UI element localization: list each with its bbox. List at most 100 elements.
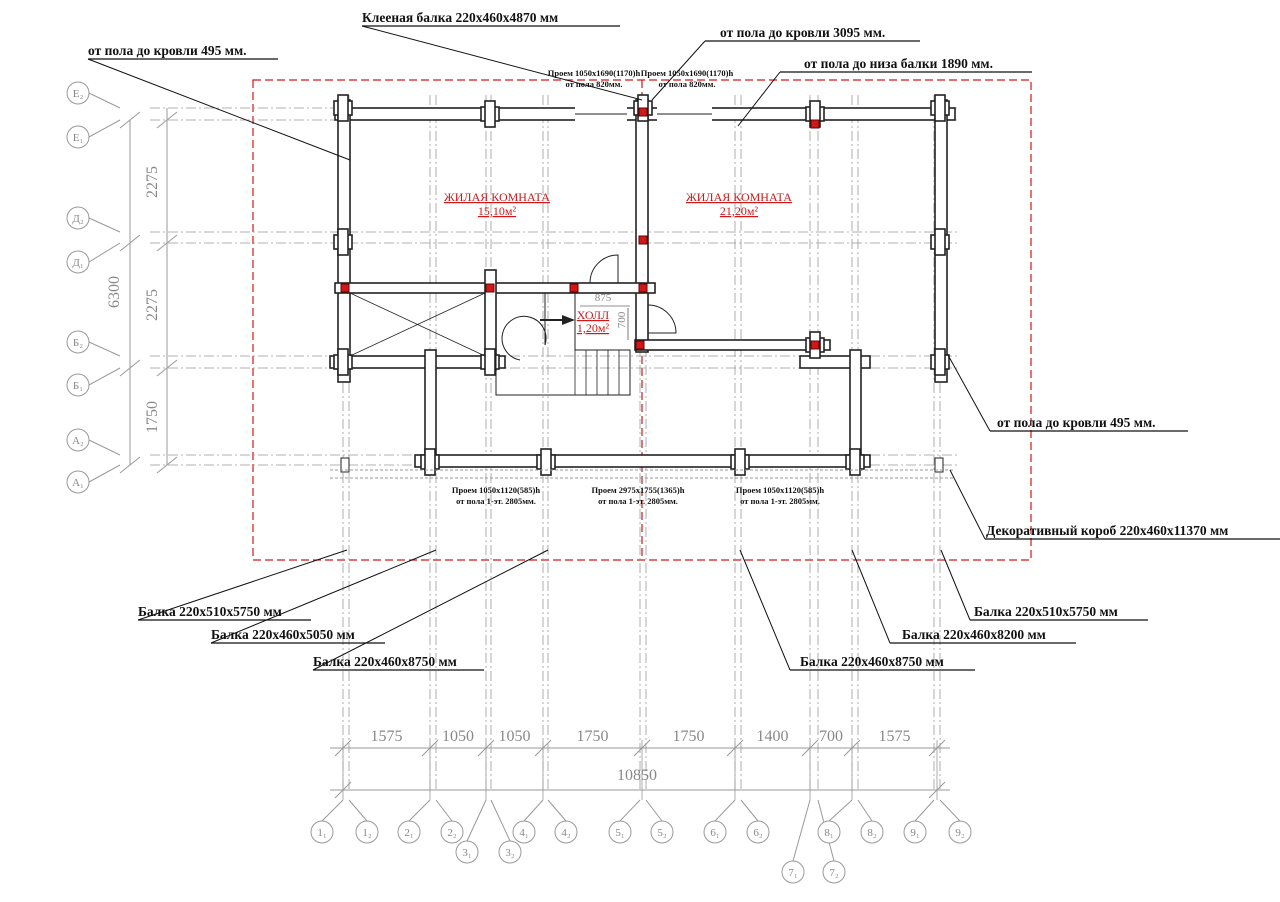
axis-label: Е₂ [73, 88, 84, 100]
decor-box-end [340, 457, 350, 473]
axis-bubble [498, 840, 522, 864]
dim-segment-horizontal: 1050 [442, 728, 474, 745]
axis-label: 8₁ [824, 827, 834, 839]
hall-width: 875 [595, 292, 612, 304]
callout-label: от пола до кровли 495 мм. [88, 43, 247, 58]
red-post-marker [485, 283, 495, 293]
post [934, 94, 946, 122]
opening-label: от пола 820мм. [565, 79, 622, 89]
red-post-marker [810, 340, 820, 350]
axis-label: 9₂ [955, 827, 965, 839]
axis-label: Д₂ [72, 213, 84, 225]
axis-leader [857, 799, 873, 822]
axis-bubble [554, 820, 578, 844]
axis-label: 4₁ [519, 827, 529, 839]
post [540, 448, 552, 476]
axis-leader [792, 799, 811, 862]
post [484, 100, 496, 128]
axis-leader [740, 799, 759, 822]
callout-leader [737, 71, 781, 127]
opening-label: Проем 1050х1120(585)h [452, 485, 540, 495]
opening-label: Проем 1050х1690(1170)h [548, 68, 641, 78]
axis-label: Д₁ [72, 257, 84, 269]
dim-tick [119, 111, 141, 129]
post [849, 448, 861, 476]
axis-bubble [822, 860, 846, 884]
callout-leader [137, 549, 348, 621]
axis-bubble [66, 330, 90, 354]
callout-label: Балка 220х460х8200 мм [902, 627, 1046, 642]
axis-label: 2₂ [447, 827, 457, 839]
axis-label: 7₂ [829, 867, 839, 879]
axis-bubble [66, 428, 90, 452]
opening-label: Проем 2975х1755(1365)h [592, 485, 685, 495]
callout-label: от пола до кровли 3095 мм. [720, 25, 885, 40]
opening-label: от пола 1-эт. 2805мм. [740, 496, 820, 506]
axis-leader [914, 799, 935, 822]
callout-label: Клееная балка 220х460х4870 мм [362, 10, 558, 25]
post [934, 228, 946, 256]
axis-bubble [703, 820, 727, 844]
axis-bubble [512, 820, 536, 844]
axis-label: Е₁ [73, 132, 84, 144]
dim-tick [119, 359, 141, 377]
axis-label: 3₂ [505, 847, 515, 859]
callout-leader [851, 549, 891, 644]
post [484, 348, 496, 376]
axis-label: 5₂ [657, 827, 667, 839]
axis-bubble [310, 820, 334, 844]
callout-label: от пола до кровли 495 мм. [997, 415, 1156, 430]
axis-bubble [608, 820, 632, 844]
dim-segment-horizontal: 1750 [673, 728, 705, 745]
axis-leader [88, 367, 121, 386]
opening-label: от пола 1-эт. 2805мм. [598, 496, 678, 506]
axis-label: 9₁ [910, 827, 920, 839]
axis-leader [645, 799, 663, 822]
axis-bubble [66, 206, 90, 230]
opening-label: Проем 1050х1690(1170)h [641, 68, 734, 78]
post [424, 448, 436, 476]
axis-bubble [903, 820, 927, 844]
dim-tick [119, 234, 141, 252]
callout-label: Балка 220х510х5750 мм [138, 604, 282, 619]
door-swing [647, 304, 677, 334]
post [337, 228, 349, 256]
callout-leader [312, 549, 549, 671]
callout-label: Декоративный короб 220х460х11370 мм [986, 523, 1228, 538]
dim-segment-horizontal: 1575 [879, 728, 911, 745]
red-post-marker [638, 107, 648, 117]
axis-leader [939, 799, 961, 822]
red-post-marker [569, 283, 579, 293]
axis-leader [490, 799, 511, 842]
axis-leader [435, 799, 453, 822]
dim-segment-vertical: 2275 [144, 289, 161, 321]
callout-leader [949, 469, 986, 540]
axis-leader [321, 799, 344, 822]
callout-leader [651, 40, 706, 101]
opening-label: Проем 1050х1120(585)h [736, 485, 824, 495]
axis-label: А₁ [72, 477, 84, 489]
decor-box-end [934, 457, 944, 473]
axis-bubble [860, 820, 884, 844]
axis-bubble [397, 820, 421, 844]
post [337, 348, 349, 376]
axis-label: 3₁ [462, 847, 472, 859]
axis-label: 5₁ [615, 827, 625, 839]
post [337, 94, 349, 122]
dim-tick [156, 359, 178, 377]
axis-label: 4₂ [561, 827, 571, 839]
red-post-marker [638, 235, 648, 245]
axis-leader [523, 799, 544, 822]
glued-beam [635, 99, 649, 353]
axis-leader [88, 464, 121, 483]
dim-tick [156, 456, 178, 474]
opening-label: от пола 1-эт. 2805мм. [456, 496, 536, 506]
hall-depth: 700 [616, 311, 628, 328]
lower-beam [634, 339, 831, 351]
callout-leader [87, 58, 351, 161]
dim-segment-horizontal: 1750 [577, 728, 609, 745]
room-area: 15,10м² [478, 204, 517, 218]
axis-label: А₂ [72, 435, 84, 447]
axis-bubble [355, 820, 379, 844]
axis-bubble [66, 81, 90, 105]
